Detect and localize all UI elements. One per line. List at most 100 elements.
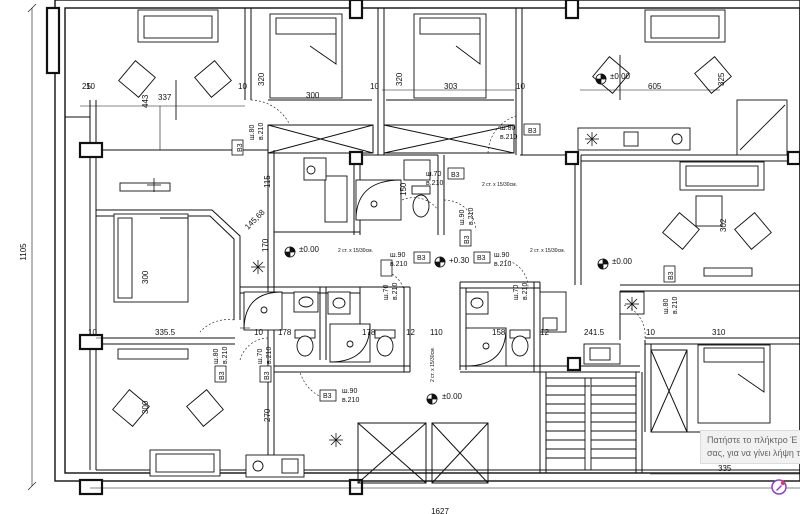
dim-300b: 300: [141, 270, 150, 284]
dim-300c: 300: [141, 400, 150, 414]
door-bath2-height: в.210: [392, 283, 399, 300]
door-c3-height: в.210: [494, 261, 511, 268]
step-note-4: 2 ст. х 15/30см.: [430, 347, 436, 382]
door-c2-tag: B3: [417, 255, 426, 262]
dim-320b: 320: [395, 72, 404, 86]
dim-150: 150: [399, 182, 408, 196]
tooltip-line-1: Πατήστε το πλήκτρο Έ: [707, 435, 798, 445]
dim-115: 115: [263, 175, 272, 188]
dimension-lines: [27, 3, 800, 491]
door-bottom-height: в.210: [342, 397, 359, 404]
dim-12a: 12: [406, 328, 415, 337]
dim-145: 145,68: [243, 207, 267, 231]
dim-303: 303: [444, 82, 458, 91]
dim-337: 337: [158, 93, 172, 102]
level-3: +0.30: [449, 256, 470, 265]
step-note-2: 2 ст. х 15/30см.: [338, 248, 373, 254]
dim-335-5: 335.5: [155, 328, 176, 337]
door-c3-width: ш.90: [494, 252, 509, 259]
dim-25: 25: [82, 82, 91, 91]
door-c2-height: в.210: [390, 261, 407, 268]
download-tooltip[interactable]: Πατήστε το πλήκτρο Έ σας, για να γίνει λ…: [700, 430, 800, 464]
dim-10a: 10: [238, 82, 247, 91]
door-bath3-height: в.210: [522, 283, 529, 300]
door-right-height: в.210: [672, 297, 679, 314]
dim-12b: 12: [540, 328, 549, 337]
level-labels: ±0.00 ±0.00 +0.30 ±0.00 ±0.00: [299, 72, 633, 401]
door-bath1-tag: B3: [451, 172, 460, 179]
structural-columns: [45, 0, 800, 496]
beds: [113, 13, 771, 424]
dim-300a: 300: [306, 91, 320, 100]
step-note-1: 2 ст. х 15/30см.: [482, 182, 517, 188]
dim-302: 302: [719, 218, 728, 232]
door-top-width: ш.80: [500, 125, 515, 132]
level-1: ±0.00: [610, 72, 631, 81]
dim-10c: 10: [516, 82, 525, 91]
door-bl2-width: ш.70: [257, 349, 264, 364]
level-5: ±0.00: [442, 392, 463, 401]
kitchens: [245, 99, 788, 478]
door-labels: ш.80 в.210 B3 ш.80 в.210 B3 ш.70 в.210 B…: [213, 123, 679, 404]
dim-178a: 178: [278, 328, 292, 337]
door-right-tag: B3: [668, 271, 675, 280]
door-top-height: в.210: [500, 134, 517, 141]
door-top-tag: B3: [528, 128, 537, 135]
door-c1-width: ш.90: [459, 210, 466, 225]
door-bath1-width: ш.70: [426, 171, 441, 178]
armchairs: [112, 56, 772, 427]
dim-443: 443: [141, 94, 150, 108]
dim-178b: 178: [362, 328, 376, 337]
dim-320a: 320: [257, 72, 266, 86]
staircase: [546, 377, 636, 470]
door-left-width: ш.80: [249, 125, 256, 140]
door-bl2-tag: B3: [264, 371, 271, 380]
step-notes: 2 ст. х 15/30см. 2 ст. х 15/30см. 2 ст. …: [338, 182, 565, 382]
dim-335: 335: [718, 464, 732, 473]
step-note-3: 2 ст. х 15/30см.: [530, 248, 565, 254]
door-bath1-height: в.210: [426, 180, 443, 187]
door-left-tag: B3: [237, 143, 244, 152]
door-bl1-height: в.210: [222, 347, 229, 364]
dim-height-total: 1105: [19, 243, 28, 261]
sofas: [117, 9, 765, 477]
door-bottom-tag: B3: [323, 393, 332, 400]
dim-310: 310: [712, 328, 726, 337]
dim-10f: 10: [646, 328, 655, 337]
door-bottom-width: ш.90: [342, 388, 357, 395]
door-bl1-width: ш.80: [213, 349, 220, 364]
door-left-height: в.210: [258, 123, 265, 140]
door-c1-tag: B3: [464, 235, 471, 244]
door-bl2-height: в.210: [266, 347, 273, 364]
dim-605: 605: [648, 82, 662, 91]
dim-10b: 10: [370, 82, 379, 91]
door-swings: [199, 99, 646, 401]
dim-241-5: 241.5: [584, 328, 605, 337]
pen-icon[interactable]: [770, 478, 788, 496]
dim-width-total: 1627: [431, 507, 449, 514]
elevator-shafts: [357, 422, 489, 484]
sinks: [293, 159, 489, 315]
dim-270: 270: [263, 408, 272, 422]
tables: [119, 55, 753, 277]
level-2: ±0.00: [299, 245, 320, 254]
door-right-width: ш.80: [663, 299, 670, 314]
door-bath3-width: ш.70: [513, 285, 520, 300]
dim-170: 170: [261, 238, 270, 252]
door-bl1-tag: B3: [219, 371, 226, 380]
dim-110: 110: [430, 328, 443, 337]
level-markers: [284, 73, 609, 405]
door-c2-width: ш.90: [390, 252, 405, 259]
dim-10g: 10: [86, 82, 95, 91]
door-c3-tag: B3: [477, 255, 486, 262]
dimension-labels: 1105 1627 25 337 443 10 320 300 10 320 3…: [19, 72, 732, 514]
dim-325: 325: [717, 72, 726, 86]
dim-10d: 10: [88, 328, 97, 337]
door-bath2-width: ш.70: [383, 285, 390, 300]
dim-158: 158: [492, 328, 506, 337]
door-c1-height: в.210: [468, 208, 475, 225]
level-4: ±0.00: [612, 257, 633, 266]
toilets: [294, 185, 531, 357]
tooltip-line-2: σας, για να γίνει λήψη τ: [707, 448, 800, 458]
